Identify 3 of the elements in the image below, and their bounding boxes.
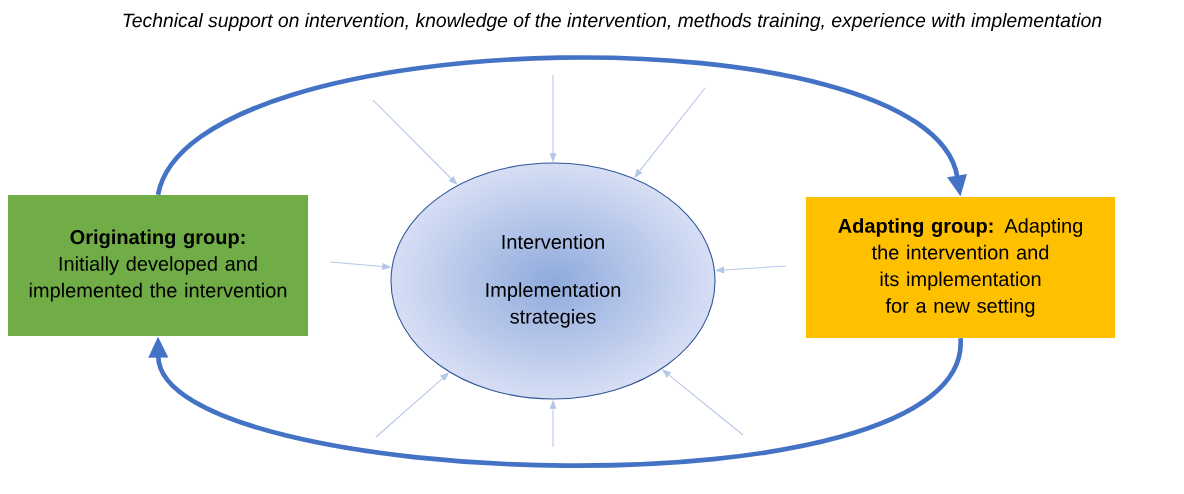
- process-box: Originating group: Initially developed and implemented the intervention: [8, 195, 308, 336]
- note-text: Technical support on intervention, knowledge of the intervention, methods training, experience with implementation: [123, 13, 1102, 31]
- process-box: Adapting group: Adapting the intervention and its implementation for a new setting: [806, 197, 1115, 338]
